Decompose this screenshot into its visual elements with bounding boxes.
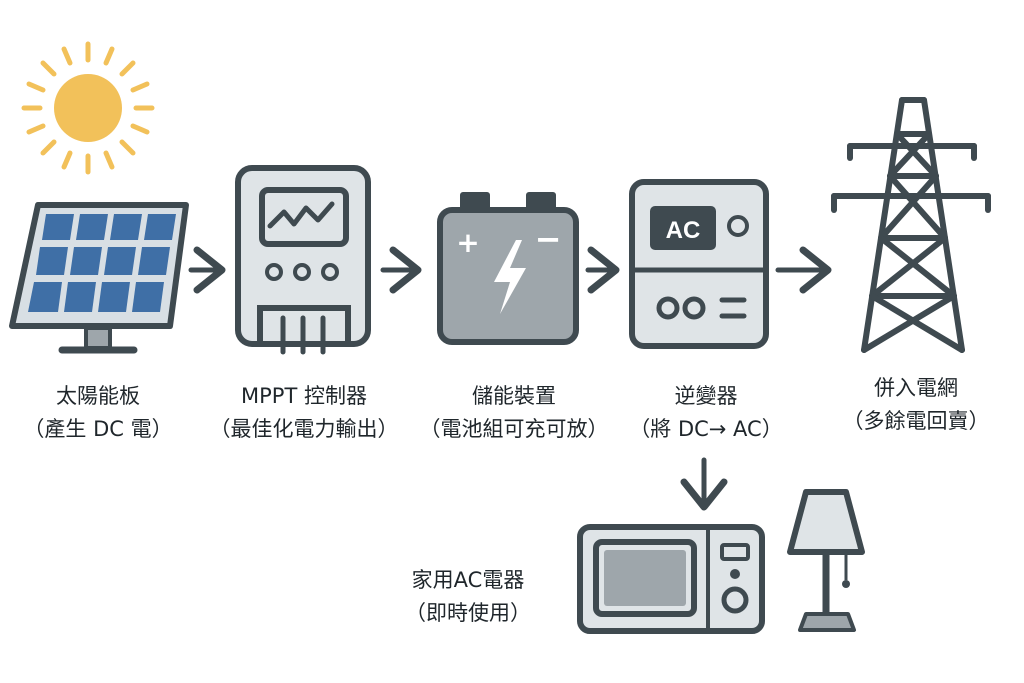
solar-panel-icon [9,202,189,354]
lamp-icon [787,489,865,632]
mppt-controller-title: MPPT 控制器 [241,384,367,408]
solar-panel-title: 太陽能板 [56,384,140,408]
flow-arrows [188,246,832,511]
microwave-icon [577,524,765,634]
inverter-title: 逆變器 [674,384,738,408]
battery-storage-subtitle: （電池組可充可放） [419,417,609,441]
solar-panel-subtitle: （產生 DC 電） [23,417,173,441]
battery-icon: + − [437,192,579,345]
inverter-display-label: AC [666,217,701,244]
sun-icon [21,41,155,175]
battery-storage-label: 儲能裝置 （電池組可充可放） [410,380,618,446]
battery-plus-symbol: + [456,226,479,259]
solar-panel-label: 太陽能板 （產生 DC 電） [0,380,196,446]
battery-minus-symbol: − [535,220,562,258]
inverter-label: 逆變器 （將 DC→ AC） [618,380,794,446]
mppt-controller-label: MPPT 控制器 （最佳化電力輸出） [198,380,410,446]
home-appliances-label: 家用AC電器 （即時使用） [380,564,556,630]
home-appliances-title: 家用AC電器 [411,568,525,592]
home-appliances-subtitle: （即時使用） [405,601,531,625]
grid-tie-label: 併入電網 （多餘電回賣） [818,372,1014,438]
battery-storage-title: 儲能裝置 [472,384,556,408]
mppt-controller-icon [235,165,371,355]
mppt-controller-subtitle: （最佳化電力輸出） [209,417,399,441]
power-tower-icon [831,97,991,353]
inverter-icon: AC [629,179,769,349]
grid-tie-subtitle: （多餘電回賣） [842,409,990,433]
grid-tie-title: 併入電網 [874,376,958,400]
inverter-subtitle: （將 DC→ AC） [629,417,783,441]
